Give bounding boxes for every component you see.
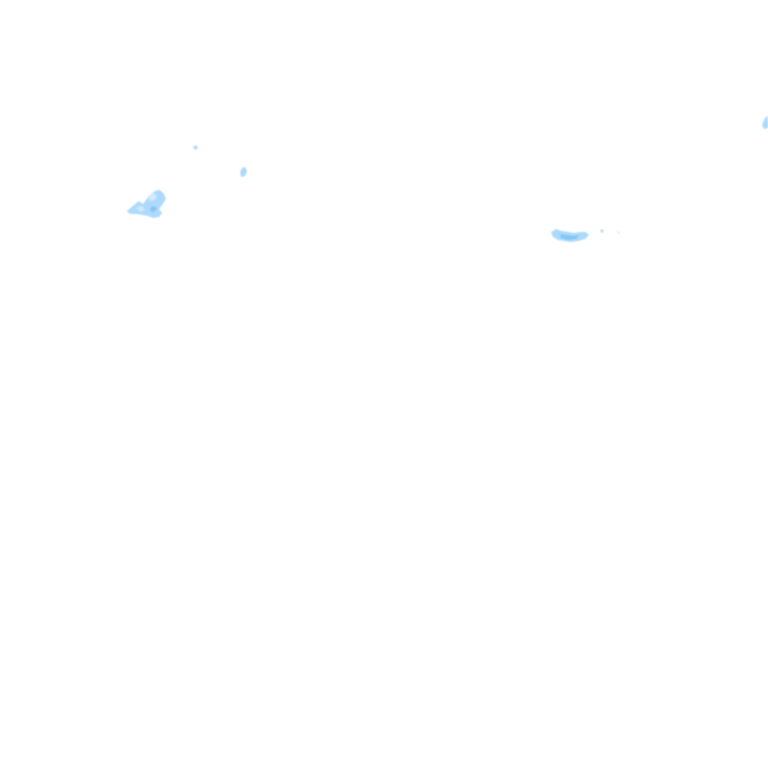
precipitation-cell-east-edge xyxy=(762,116,768,129)
precipitation-cell-west xyxy=(127,190,166,218)
precipitation-cell-speck-c xyxy=(600,229,604,233)
precipitation-cell-speck-a xyxy=(193,145,198,150)
precipitation-cell-speck-d xyxy=(617,231,620,234)
precipitation-cell-central xyxy=(551,229,589,242)
precipitation-cell-speck-b xyxy=(240,167,247,177)
